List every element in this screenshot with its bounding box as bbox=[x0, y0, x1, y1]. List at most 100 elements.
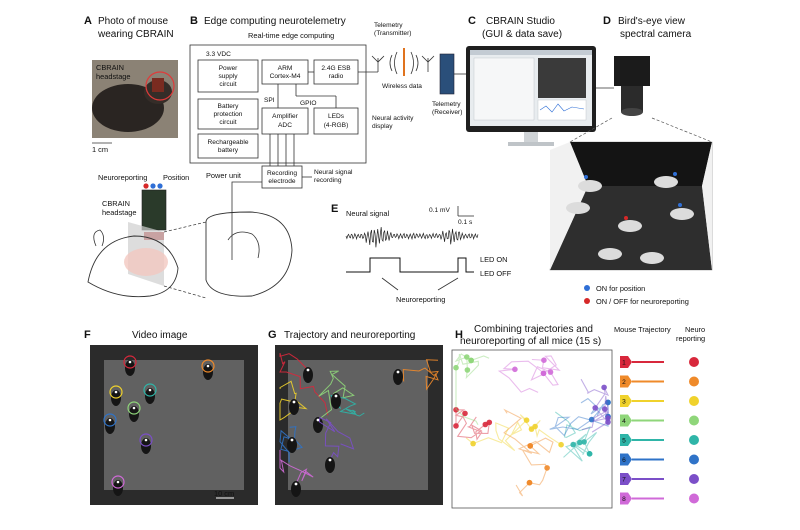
legend-mouse-id: 2 bbox=[622, 379, 626, 386]
trajectory-marker bbox=[328, 458, 332, 462]
trajectory-line bbox=[318, 416, 355, 461]
svg-text:electrode: electrode bbox=[268, 178, 295, 185]
panel-a-letter: A bbox=[84, 15, 92, 27]
photo-highlight-circle bbox=[145, 71, 175, 101]
antenna-rx-icon bbox=[421, 55, 435, 72]
brain-section-outline bbox=[205, 211, 293, 297]
led-on-label: LED ON bbox=[480, 255, 508, 264]
panel-d-title-1: Bird's-eye view bbox=[618, 16, 686, 27]
trajectory-lines bbox=[279, 352, 439, 497]
photo-label-2: headstage bbox=[96, 72, 131, 81]
video-mouse bbox=[103, 413, 117, 434]
legend-mouse-id: 1 bbox=[622, 360, 626, 367]
legend-mouse-id: 4 bbox=[622, 418, 626, 425]
legend-mouse-id: 7 bbox=[622, 477, 626, 484]
legend-row: 6 bbox=[620, 453, 699, 466]
neural-signal-trace bbox=[345, 227, 479, 248]
svg-text:Rechargeable: Rechargeable bbox=[207, 139, 248, 146]
panel-h-title-1: Combining trajectories and bbox=[474, 324, 593, 335]
scale-mv: 0.1 mV bbox=[429, 207, 450, 214]
legend-row: 3 bbox=[620, 395, 699, 407]
legend-mouse-id: 5 bbox=[622, 438, 626, 445]
legend-mouse-id: 3 bbox=[622, 399, 626, 406]
neuroreporting-dot bbox=[570, 441, 576, 448]
neuroreporting-label: Neuroreporting bbox=[98, 173, 147, 182]
neuroreporting-dot bbox=[470, 440, 476, 447]
wireless-label: Wireless data bbox=[382, 83, 422, 90]
gpio-label: GPIO bbox=[300, 100, 317, 107]
neuroreporting-dot bbox=[577, 439, 583, 446]
neuroreporting-dot bbox=[523, 417, 530, 424]
panel-b-title: Edge computing neurotelemetry bbox=[204, 16, 346, 27]
legend-blue-text: ON for position bbox=[596, 284, 645, 293]
receiver-dongle bbox=[439, 53, 455, 95]
panel-d-title-2: spectral camera bbox=[620, 29, 692, 40]
legend-row: 8 bbox=[620, 492, 699, 505]
telemetry-rx-1: Telemetry bbox=[432, 101, 461, 108]
legend-mouse-marker bbox=[620, 414, 632, 427]
legend-neuro-dot bbox=[689, 396, 699, 406]
combined-trajectory bbox=[549, 397, 609, 437]
neuroreporting-dot bbox=[592, 405, 598, 411]
neuroreporting-dot bbox=[581, 439, 587, 445]
legend-header-trajectory: Mouse Trajectory bbox=[614, 325, 671, 334]
video-mouse bbox=[139, 433, 153, 454]
svg-text:circuit: circuit bbox=[219, 81, 236, 88]
trajectory-marker bbox=[306, 368, 310, 372]
mouse-brain bbox=[124, 248, 168, 276]
video-mouse bbox=[109, 385, 123, 406]
panel-c-letter: C bbox=[468, 15, 476, 27]
trajectory-marker bbox=[316, 418, 320, 422]
radio-box bbox=[313, 59, 359, 85]
headstage-device bbox=[141, 189, 167, 231]
panel-a-title-1: Photo of mouse bbox=[98, 16, 168, 27]
video-mouse bbox=[127, 401, 141, 422]
panel-h-title-2: neuroreporting of all mice (15 s) bbox=[460, 336, 601, 347]
legend-neuro-dot bbox=[689, 474, 699, 484]
neuroreporting-e-label: Neuroreporting bbox=[396, 295, 445, 304]
video-mice bbox=[103, 355, 215, 496]
wireless-waves-icon bbox=[389, 48, 419, 76]
video-mouse bbox=[111, 475, 125, 496]
panel-h-letter: H bbox=[455, 329, 463, 341]
rechargeable-battery-box bbox=[197, 133, 259, 159]
svg-text:Amplifier: Amplifier bbox=[272, 113, 298, 120]
panel-b: B Edge computing neurotelemetry Real-tim… bbox=[87, 15, 466, 299]
legend-row: 5 bbox=[620, 434, 699, 446]
svg-text:Battery: Battery bbox=[218, 103, 240, 110]
position-label: Position bbox=[163, 173, 189, 182]
panel-c: C CBRAIN Studio (GUI & data save) bbox=[466, 15, 614, 146]
panel-f-letter: F bbox=[84, 329, 91, 341]
panel-b-letter: B bbox=[190, 15, 198, 27]
scale-s: 0.1 s bbox=[458, 219, 473, 226]
trajectory-mouse bbox=[393, 369, 403, 385]
red-led-dot bbox=[143, 183, 149, 189]
trajectory-marker bbox=[334, 394, 338, 398]
combined-trajectory bbox=[454, 353, 490, 426]
neuroreporting-dot bbox=[605, 415, 611, 421]
neuroreporting-dot bbox=[601, 406, 608, 412]
legend-blue-dot bbox=[584, 285, 590, 291]
headstage-label-1: CBRAIN bbox=[102, 199, 130, 208]
panel-f: F Video image 10 cm bbox=[84, 329, 258, 505]
gui-controls bbox=[473, 57, 535, 121]
legend-mouse-marker bbox=[620, 434, 632, 446]
neuroreporting-dot bbox=[586, 451, 593, 457]
legend-neuro-dot bbox=[689, 493, 699, 504]
antenna-tx-icon bbox=[371, 55, 385, 72]
scale-f: 10 cm bbox=[214, 489, 234, 498]
neuroreporting-dot bbox=[453, 364, 459, 371]
panel-h: H Combining trajectories and neuroreport… bbox=[451, 324, 705, 509]
trajectory-mouse bbox=[291, 481, 301, 497]
monitor-stand bbox=[508, 142, 554, 146]
svg-text:Recording: Recording bbox=[267, 170, 297, 177]
svg-text:2.4G ESB: 2.4G ESB bbox=[321, 65, 351, 72]
neuroreporting-dot bbox=[547, 369, 554, 375]
trajectory-marker bbox=[396, 370, 400, 374]
leds-box bbox=[313, 107, 359, 135]
legend-header-neuro: Neuro bbox=[685, 325, 705, 334]
telemetry-tx-1: Telemetry bbox=[374, 22, 403, 29]
neuroreporting-dot bbox=[532, 423, 538, 430]
svg-text:Power: Power bbox=[219, 65, 238, 72]
